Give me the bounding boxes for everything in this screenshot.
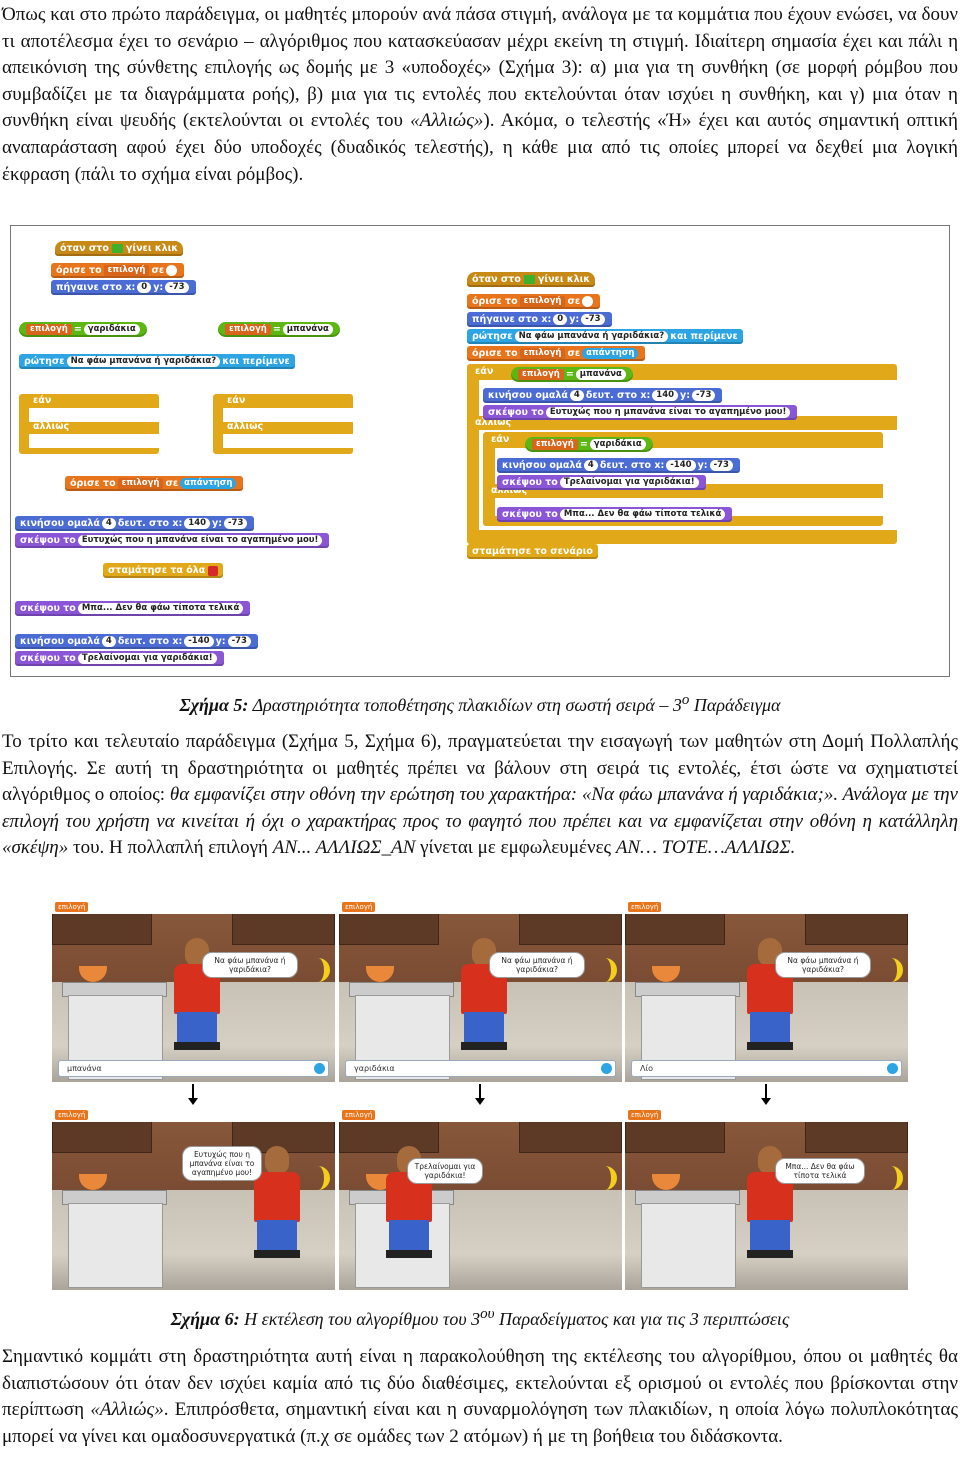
stage-result-banana: επιλογή Ευτυχώς που η μπανάνα είναι το α… (52, 1108, 335, 1290)
speech-bubble: Να φάω μπανάνα ή γαριδάκια? (775, 952, 871, 978)
stage-result-other: επιλογή Μπα... Δεν θα φάω τίποτα τελικά (625, 1108, 908, 1290)
block-if-else-1[interactable]: εάν αλλιώς (19, 394, 159, 454)
speech-bubble: Να φάω μπανάνα ή γαριδάκια? (202, 952, 298, 978)
check-icon[interactable] (314, 1063, 325, 1074)
stage-result-shrimp: επιλογή Τρελαίνομαι για γαριδάκια! (339, 1108, 622, 1290)
bowl-icon (652, 966, 680, 982)
thought-bubble: Ευτυχώς που η μπανάνα είναι το αγαπημένο… (182, 1146, 262, 1181)
paragraph-conclusion: Σημαντικό κομμάτι στη δραστηριότητα αυτή… (2, 1346, 958, 1447)
banana-icon (601, 958, 617, 982)
answer-input[interactable]: γαριδάκια (345, 1060, 616, 1077)
script-eq-banana[interactable]: επιλογή=μπανάνα (511, 367, 633, 382)
banana-icon (887, 958, 903, 982)
block-stop-all[interactable]: σταμάτησε τα όλα (103, 563, 224, 578)
stage-question-shrimp: επιλογή Να φάω μπανάνα ή γαριδάκια? γαρι… (339, 900, 622, 1082)
block-if-else-2[interactable]: εάν αλλιώς (213, 394, 353, 454)
down-arrow-icon (188, 1084, 198, 1105)
paragraph-intro: Όπως και στο πρώτο παράδειγμα, οι μαθητέ… (2, 4, 958, 185)
check-icon[interactable] (601, 1063, 612, 1074)
answer-input[interactable]: μπανάνα (58, 1060, 329, 1077)
answer-input[interactable]: Λίο (631, 1060, 902, 1077)
speech-bubble: Να φάω μπανάνα ή γαριδάκια? (489, 952, 585, 978)
stop-icon (208, 565, 219, 576)
green-flag-icon (111, 244, 123, 253)
script-eq-shrimp[interactable]: επιλογή=γαριδάκια (525, 437, 653, 452)
green-flag-icon (523, 275, 535, 284)
stage-question-other: επιλογή Να φάω μπανάνα ή γαριδάκια? Λίο (625, 900, 908, 1082)
down-arrow-icon (761, 1084, 771, 1105)
block-eq-shrimp[interactable]: επιλογή=γαριδάκια (19, 322, 147, 337)
thought-bubble: Τρελαίνομαι για γαριδάκια! (407, 1158, 483, 1184)
down-arrow-icon (475, 1084, 485, 1105)
banana-icon (601, 1166, 617, 1190)
bowl-icon (652, 1174, 680, 1190)
banana-icon (887, 1166, 903, 1190)
thought-bubble: Μπα... Δεν θα φάω τίποτα τελικά (775, 1158, 865, 1184)
block-eq-banana-left[interactable]: επιλογή=μπανάνα (218, 322, 340, 337)
stage-question-banana: επιλογή Να φάω μπανάνα ή γαριδάκια? μπαν… (52, 900, 335, 1082)
bowl-icon (79, 1174, 107, 1190)
bowl-icon (366, 966, 394, 982)
figure-5-caption: Σχήμα 5: Δραστηριότητα τοποθέτησης πλακι… (179, 692, 781, 715)
figure-6-execution: επιλογή Να φάω μπανάνα ή γαριδάκια? μπαν… (52, 900, 908, 1292)
script-stop-script[interactable]: σταμάτησε το σενάριο (467, 544, 598, 559)
banana-icon (314, 958, 330, 982)
check-icon[interactable] (887, 1063, 898, 1074)
paragraph-example-3: Το τρίτο και τελευταίο παράδειγμα (Σχήμα… (2, 731, 958, 859)
bowl-icon (79, 966, 107, 982)
figure-6-caption: Σχήμα 6: Η εκτέλεση του αλγορίθμου του 3… (170, 1306, 790, 1329)
banana-icon (314, 1166, 330, 1190)
